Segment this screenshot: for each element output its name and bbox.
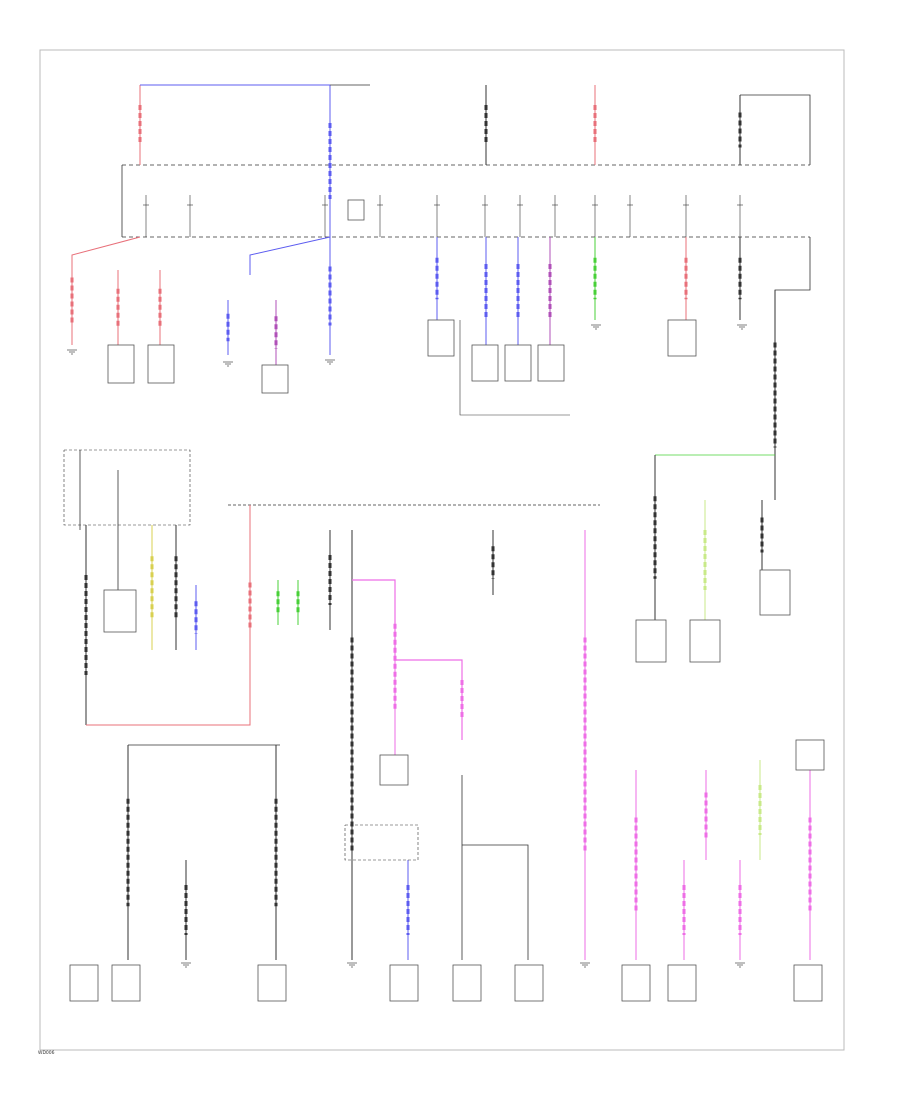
feed-wire-relay [740,94,811,165]
component-mid [261,364,289,394]
component-right-lower-1 [635,619,667,663]
ground-symbol [223,361,233,367]
component-center-4 [537,344,565,382]
component-right-top-lamp [795,739,825,771]
ground-symbol [347,962,357,968]
wire-red-left [71,236,141,345]
wire-relay-feed [774,237,811,500]
component-left-1 [107,344,135,384]
component-right-lower-3 [759,569,791,616]
component-center-lower [379,754,409,786]
ground-symbol [591,324,601,330]
switch-component [103,589,137,633]
ground-symbol [181,962,191,968]
fuse-relay [347,199,365,221]
bottom-load-6 [514,964,544,1002]
component-right-lower-2 [689,619,721,663]
ground-symbol [735,962,745,968]
footer-code: WD006 [38,1050,55,1056]
component-center-1 [427,319,455,357]
components-layer [67,199,825,1002]
ground-symbol [325,359,335,365]
connector-outline [344,824,419,861]
component-center-3 [504,344,532,382]
bottom-load-1 [69,964,99,1002]
bottom-load-8 [667,964,697,1002]
wire-center-branch [462,844,529,960]
bottom-load-2 [111,964,141,1002]
wire-blue-branch [249,236,331,275]
bottom-load-9 [793,964,823,1002]
ground-symbol [67,349,77,355]
diagram-border [39,49,845,1051]
component-center-2 [471,344,499,382]
component-left-2 [147,344,175,384]
switch-block-outline [63,449,191,526]
bottom-load-7 [621,964,651,1002]
ground-symbol [580,962,590,968]
ground-symbol [737,324,747,330]
bracket-group [459,320,570,416]
bottom-load-3 [257,964,287,1002]
bottom-load-5 [452,964,482,1002]
wires-layer [63,84,812,960]
bottom-load-4 [389,964,419,1002]
component-right-1 [667,319,697,357]
wire-magenta-branch [352,579,463,740]
